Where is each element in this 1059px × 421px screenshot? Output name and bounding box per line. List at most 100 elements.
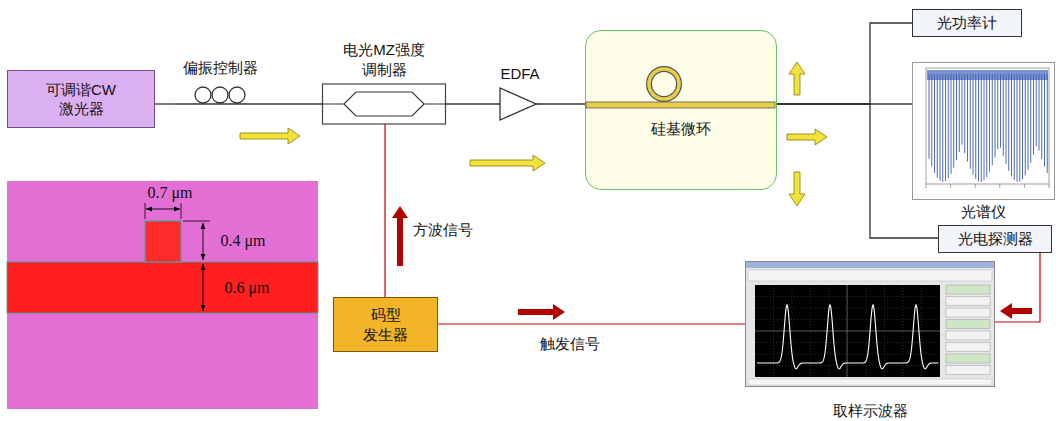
bus-waveguide [586,102,775,108]
panel-button [946,308,990,317]
node-text: 可调谐CW 激光器 [44,80,119,119]
power-meter-box: 光功率计 [912,9,1022,37]
spectrum-dip [967,74,968,161]
spectrum-dip [1025,74,1026,175]
spectrum-dip [1036,74,1037,146]
axis-tick [1024,184,1025,188]
spectrum-dip [970,74,971,169]
panel-button [946,343,990,352]
spectrum-dip [951,74,952,174]
microring [649,69,679,99]
axis-tick [926,184,927,188]
extension-line [145,203,146,219]
dimension-arrow [146,209,180,210]
extension-line [183,221,210,222]
panel-button [946,331,990,340]
node-text: 光功率计 [937,13,997,33]
ring-outline [649,69,679,99]
spectrum-dip [931,74,932,166]
node-text: 取样示波器 [833,401,908,421]
photodetector-box: 光电探测器 [938,225,1052,253]
node-text: 码型 发生器 [362,305,409,344]
spectrum-dip [1019,74,1020,182]
panel-button [946,366,990,375]
signal-arrow [392,206,408,266]
spectrum-dip [1028,74,1029,170]
spectrum-dip [1014,74,1015,180]
signal-label: 方波信号 [413,220,473,240]
light-arrow [789,62,805,95]
node-text: 偏振控制器 [183,58,258,78]
waveform [757,305,939,369]
spectrum-dip [984,74,985,180]
light-arrow [240,128,300,144]
spectrum-dip [959,74,960,152]
spectrum-dip [1044,74,1045,167]
spectrum-dip [1011,74,1012,176]
spectrum-dip [962,74,963,145]
spectrum-analyzer-figure [912,62,1055,224]
plot-frame [913,63,1055,200]
spectrum-dip [1000,74,1001,148]
signal-arrow [518,304,565,320]
dimension-label: 0.6 μm [224,278,269,299]
spectrum-dip [1022,74,1023,179]
panel-button [946,285,990,294]
node-text: 光电探测器 [958,229,1033,249]
title-bar [746,262,994,268]
node-text: EDFA [500,64,539,84]
modulator-box: 电光MZ强度 调制器 [322,40,446,124]
panel-button [946,354,990,363]
spectrum-dip [1008,74,1009,171]
fiber-link [777,23,912,104]
spectrum-dip [956,74,957,160]
axis-tick [999,184,1000,188]
node-text: 硅基微环 [651,119,711,139]
signal-wire [995,253,1040,322]
grid-line [755,319,940,320]
spectrum-dip [1039,74,1040,151]
spectrum-dip [992,74,993,165]
fiber-link [155,103,175,104]
axis-tick [975,184,976,188]
spectrum-dip [1030,74,1031,163]
fiber-loop [195,87,211,103]
polarization-controller: 偏振控制器 [175,58,265,104]
spectrum-dip [1006,74,1007,164]
spectrum-dip [948,74,949,178]
fiber-link [550,103,585,104]
spectrum-dip [964,74,965,153]
microring-chip: 硅基微环 [585,30,777,190]
panel-button [946,320,990,329]
signal-arrow [1000,303,1032,319]
spectrum-dip [1041,74,1042,159]
dimension-label: 0.7 μm [147,183,192,204]
fiber-loop [229,87,245,103]
tool-bar [748,270,992,281]
grid-line [755,365,940,366]
spectrum-analyzer: 光谱仪 [912,62,1055,224]
spectrum-dip [942,74,943,182]
spectrum-dip [997,74,998,149]
oscilloscope: 取样示波器 [745,261,995,420]
dimension-arrow [203,223,204,260]
extension-line [181,203,182,219]
plot-area [926,68,1049,184]
dimension-label: 0.4 μm [220,231,265,252]
axis-tick [950,184,951,188]
scope-screen [755,285,940,377]
spectrum-dip [1033,74,1034,155]
pattern-generator-box: 码型 发生器 [333,297,438,352]
spectrum-dip [973,74,974,175]
fiber-link [446,103,490,104]
light-arrow [470,155,545,171]
grid-line [755,296,940,297]
signal-label: 触发信号 [540,334,600,354]
spectrum-dip [981,74,982,182]
light-arrow [789,172,805,206]
node-text: 光谱仪 [961,202,1006,222]
modulator-outline [323,84,446,124]
amplifier-triangle [500,88,536,120]
